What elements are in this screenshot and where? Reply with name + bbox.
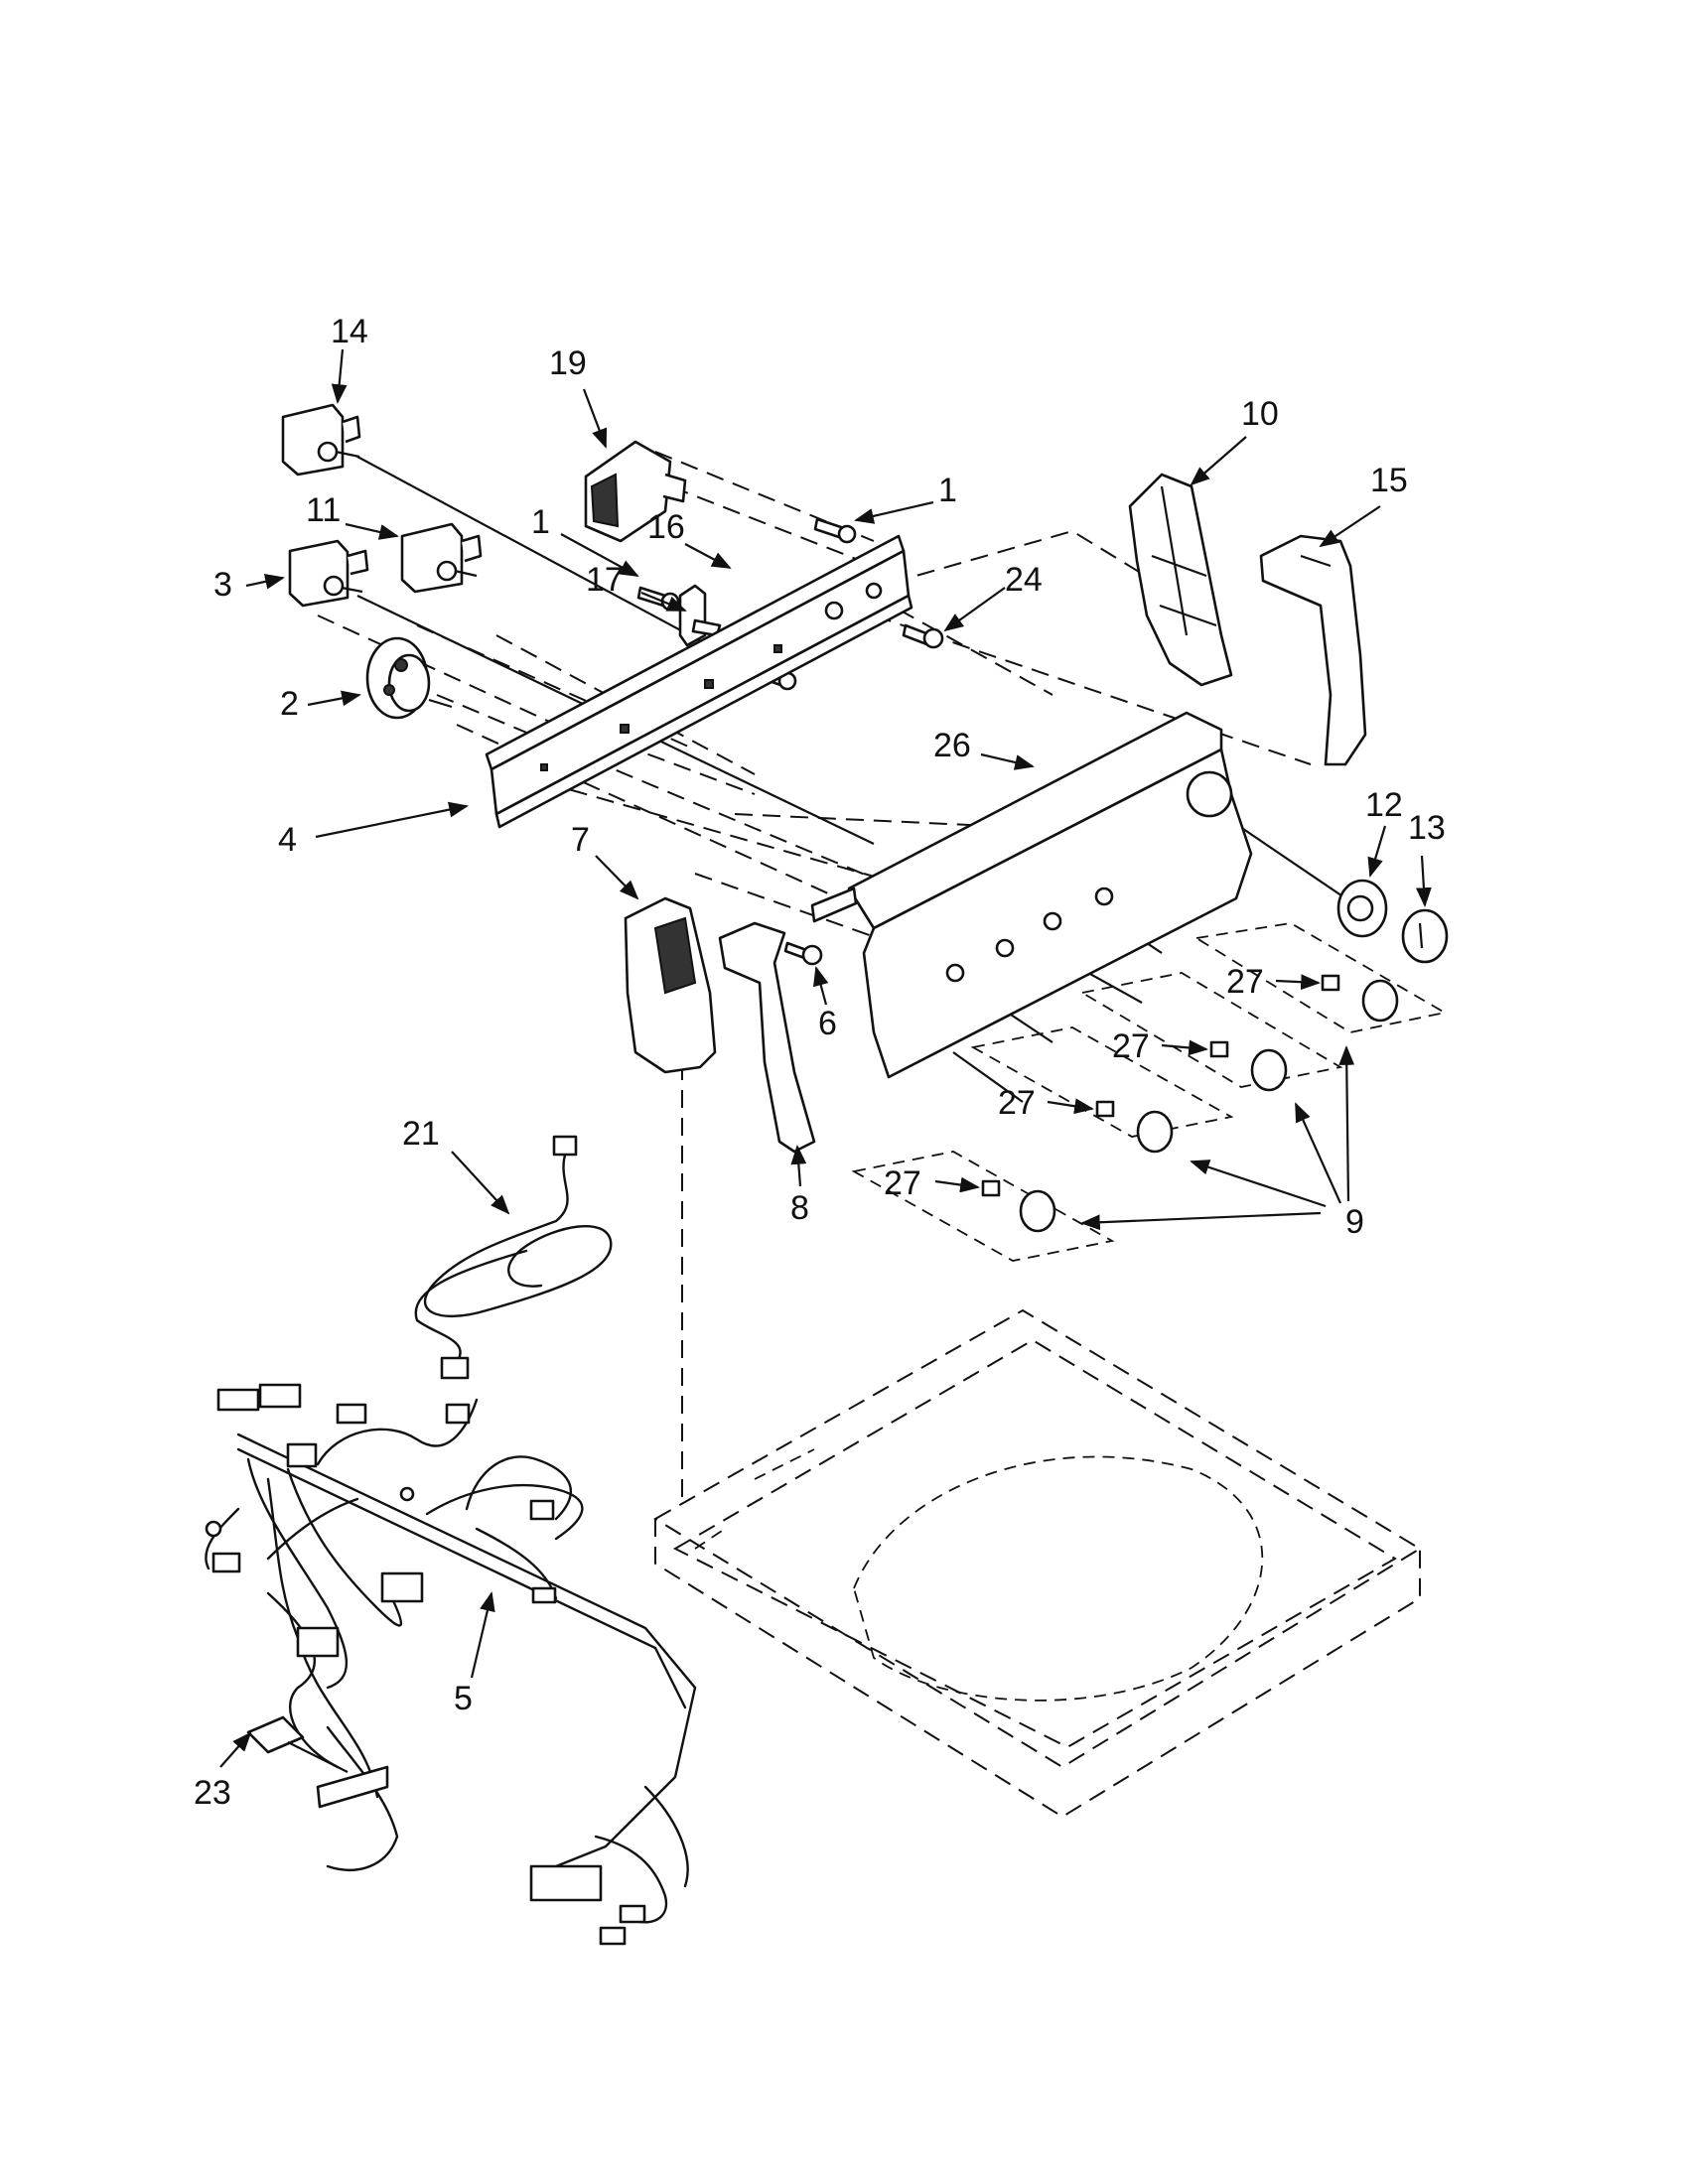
- callout-27a: 27: [1226, 963, 1264, 1001]
- callout-21: 21: [402, 1115, 440, 1153]
- callout-7: 7: [571, 821, 590, 859]
- part-23-board: [246, 1715, 389, 1809]
- callout-1a: 1: [938, 472, 957, 509]
- callout-26: 26: [933, 727, 971, 764]
- callout-13: 13: [1408, 809, 1446, 847]
- callout-11: 11: [306, 491, 341, 529]
- part-26-console: [810, 711, 1253, 1079]
- callout-6: 6: [818, 1005, 837, 1042]
- part-11-switch: [400, 522, 483, 594]
- callout-14: 14: [331, 313, 368, 350]
- callout-16: 16: [647, 508, 685, 546]
- callout-3: 3: [213, 566, 232, 604]
- part-9-knobs: [851, 922, 1448, 1262]
- part-14-switch: [281, 403, 361, 477]
- part-15-trim: [1259, 534, 1367, 766]
- callout-19: 19: [549, 344, 587, 382]
- callout-4: 4: [278, 821, 297, 859]
- part-3-switch: [288, 539, 369, 608]
- callout-1b: 1: [531, 503, 550, 541]
- callout-8: 8: [790, 1189, 809, 1227]
- callout-12: 12: [1365, 786, 1403, 824]
- part-12-knob-skirt: [1336, 879, 1388, 938]
- callout-9: 9: [1345, 1203, 1364, 1241]
- callout-labels: 14 19 10 15 1 1 11 16 3 17 24 2 26 4 7 1…: [194, 313, 1446, 1812]
- part-5-wire-harness: [205, 1383, 697, 1946]
- callout-5: 5: [454, 1680, 473, 1717]
- part-13-knob: [1401, 908, 1449, 964]
- part-6-screw: [783, 941, 823, 966]
- callout-24: 24: [1005, 561, 1043, 599]
- callout-17: 17: [586, 561, 624, 599]
- callout-27d: 27: [884, 1164, 921, 1202]
- callout-15: 15: [1370, 462, 1408, 499]
- part-7-end-cap: [624, 896, 717, 1074]
- callout-23: 23: [194, 1774, 231, 1812]
- part-19-pressure-switch: [584, 440, 687, 543]
- part-21-power-cord: [414, 1135, 613, 1380]
- cabinet-top-outline: [653, 1308, 1422, 1819]
- callout-leaders: [219, 348, 1432, 1768]
- callout-10: 10: [1241, 395, 1279, 433]
- part-4-control-bracket: [485, 534, 913, 829]
- part-10-end-cap: [1128, 473, 1233, 687]
- part-2-timer: [365, 636, 453, 720]
- callout-2: 2: [280, 685, 299, 723]
- callout-27c: 27: [998, 1084, 1036, 1122]
- callout-27b: 27: [1112, 1027, 1150, 1065]
